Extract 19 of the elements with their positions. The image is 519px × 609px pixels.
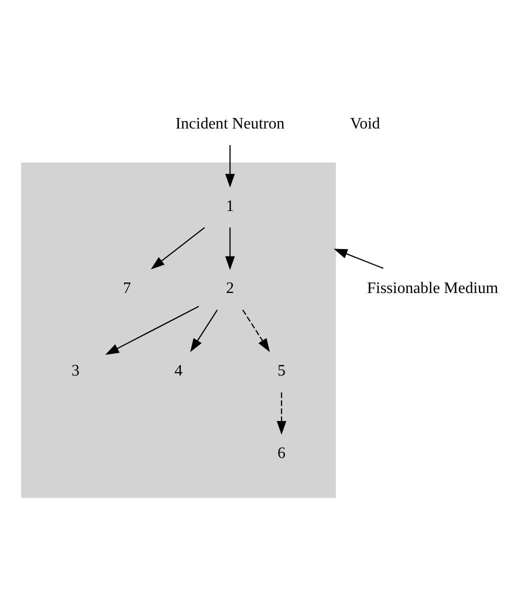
- node-text: 4: [174, 362, 183, 380]
- arrow: [242, 309, 270, 352]
- label: Void: [350, 114, 380, 132]
- node-text: 2: [226, 280, 234, 297]
- arrow: [225, 144, 235, 188]
- node-text: 5: [278, 362, 286, 380]
- node-text: Incident Neutron: [176, 114, 285, 132]
- node-text: 7: [123, 280, 132, 297]
- node-text: 1: [226, 197, 234, 214]
- node-text: 6: [278, 444, 286, 462]
- node-text: 3: [72, 362, 80, 380]
- node-text: Fissionable Medium: [366, 280, 498, 297]
- arrow: [190, 309, 218, 352]
- arrow: [334, 248, 384, 268]
- arrow: [150, 226, 205, 269]
- arrow: [276, 392, 286, 434]
- cluster: [21, 162, 336, 498]
- arrow: [105, 305, 200, 354]
- arrow: [225, 227, 235, 270]
